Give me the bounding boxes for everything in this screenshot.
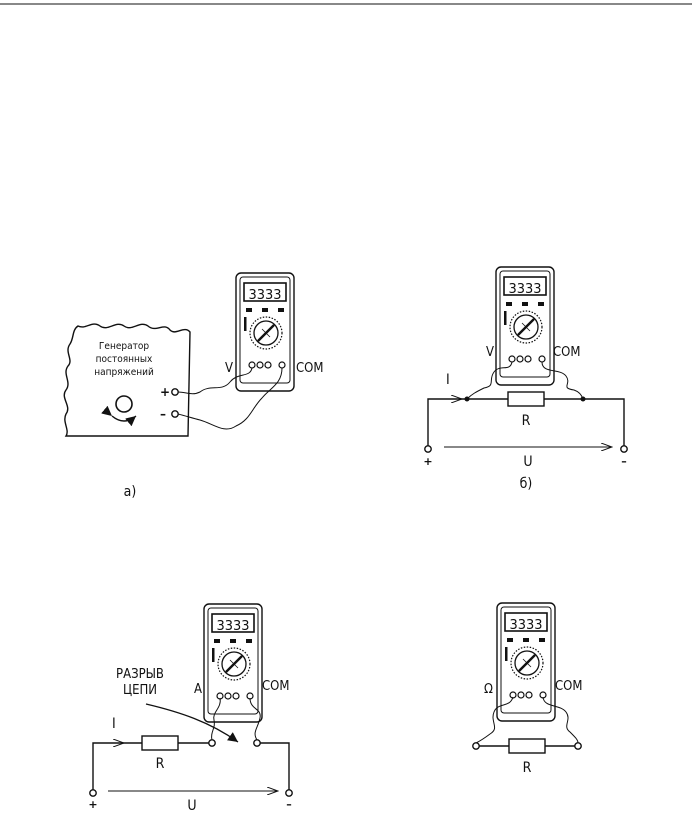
minus-label-c: – <box>286 798 292 811</box>
panel-b: 3333 V COM I R U + – б) <box>423 265 628 492</box>
resistor-b <box>507 391 545 407</box>
meter-display-b: 3333 <box>508 282 541 297</box>
plus-label-b: + <box>423 455 432 468</box>
panel-c: 3333 A COM РАЗРЫВ ЦЕПИ I R U + – <box>88 602 293 814</box>
terminal-d-right <box>574 742 582 750</box>
meter-port-com-b: COM <box>553 345 580 360</box>
terminal-b-minus <box>620 445 628 453</box>
generator-minus-terminal <box>171 410 179 418</box>
break-label-2: ЦЕПИ <box>123 683 157 698</box>
meter-port-v-a: V <box>225 361 233 376</box>
generator-minus: – <box>160 407 166 421</box>
break-terminal-right <box>253 739 261 747</box>
meter-port-ohm-d: Ω <box>484 682 493 697</box>
panel-a: Генератор постоянных напряжений + – 3333… <box>63 271 323 500</box>
meter-port-com-c: COM <box>262 679 289 694</box>
meter-port-v-b: V <box>486 345 494 360</box>
plus-label-c: + <box>88 798 97 811</box>
voltage-label-c: U <box>187 798 196 814</box>
caption-a: а) <box>124 484 137 500</box>
wire-d-ohm <box>475 696 514 744</box>
meter-port-com-a: COM <box>296 361 323 376</box>
caption-b: б) <box>520 476 533 492</box>
wire-b-com <box>541 361 584 400</box>
terminal-c-minus <box>285 789 293 797</box>
meter-port-a-c: A <box>194 682 202 697</box>
panel-d: 3333 Ω COM R <box>472 601 582 776</box>
generator-box <box>63 323 191 437</box>
minus-label-b: – <box>621 455 627 468</box>
wire-a-com <box>177 367 283 430</box>
resistor-c <box>141 735 179 751</box>
break-arrow-icon <box>145 703 239 743</box>
terminal-c-plus <box>89 789 97 797</box>
wire-c-a <box>211 697 221 741</box>
terminal-d-left <box>472 742 480 750</box>
meter-display-a: 3333 <box>248 288 281 303</box>
circuit-c-right <box>260 742 290 790</box>
wire-d-com <box>542 696 579 744</box>
voltage-label-b: U <box>523 454 532 470</box>
circuit-c-left <box>92 742 142 793</box>
wire-a-v <box>177 367 253 395</box>
generator-label-3: напряжений <box>94 367 154 378</box>
circuit-b-right <box>544 398 625 446</box>
current-label-c: I <box>112 716 116 732</box>
meter-display-c: 3333 <box>216 619 249 634</box>
generator-knob <box>115 395 133 413</box>
break-terminal-left <box>208 739 216 747</box>
terminal-b-plus <box>424 445 432 453</box>
meter-port-com-d: COM <box>555 679 582 694</box>
generator-plus-terminal <box>171 388 179 396</box>
wire-c-com <box>249 697 261 741</box>
generator-label-2: постоянных <box>96 354 153 365</box>
generator-label-1: Генератор <box>99 341 149 352</box>
resistor-label-d: R <box>523 760 532 776</box>
resistor-label-b: R <box>522 413 531 429</box>
generator-plus: + <box>160 385 170 399</box>
wire-b-v <box>466 361 513 400</box>
resistor-d <box>508 738 546 754</box>
meter-display-d: 3333 <box>509 618 542 633</box>
knob-rotate-arrow-icon <box>101 405 137 427</box>
current-label-b: I <box>446 372 450 388</box>
break-label-1: РАЗРЫВ <box>116 667 164 682</box>
resistor-label-c: R <box>156 756 165 772</box>
circuit-b-left <box>427 398 508 446</box>
